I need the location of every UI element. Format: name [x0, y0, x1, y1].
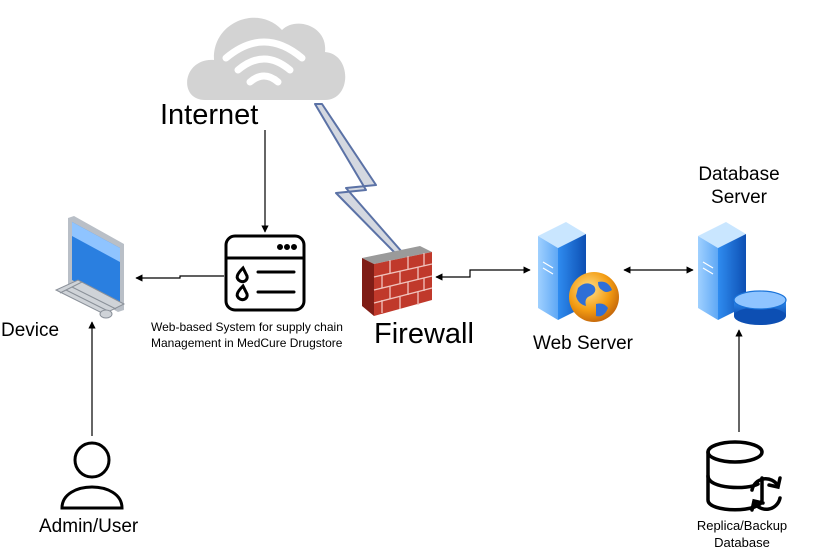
user-icon: [60, 441, 124, 510]
database-server-icon: [698, 222, 787, 325]
web-form-icon: [224, 234, 306, 312]
replica-backup-label: Replica/Backup Database: [696, 518, 788, 550]
database-server-label: Database Server: [698, 164, 780, 208]
lightning-link: [314, 103, 403, 255]
web-server-label: Web Server: [533, 333, 633, 354]
firewall-webserver-line: [435, 266, 531, 281]
sync-icon: [750, 476, 782, 512]
globe-icon: [569, 272, 619, 322]
web-server-icon: [538, 222, 619, 322]
computer-icon: [54, 216, 126, 319]
firewall-icon: [362, 246, 433, 316]
cloud-icon: [187, 17, 346, 100]
admin-user-label: Admin/User: [39, 516, 139, 537]
replica-database-icon: [706, 440, 782, 512]
disk-icon: [733, 290, 787, 325]
wifi-icon: [222, 38, 306, 86]
firewall-label: Firewall: [374, 318, 474, 350]
system-to-device-line: [135, 274, 224, 282]
web-system-label: Web-based System for supply chain Manage…: [151, 320, 343, 351]
internet-label: Internet: [160, 99, 259, 131]
device-label: Device: [1, 320, 60, 341]
